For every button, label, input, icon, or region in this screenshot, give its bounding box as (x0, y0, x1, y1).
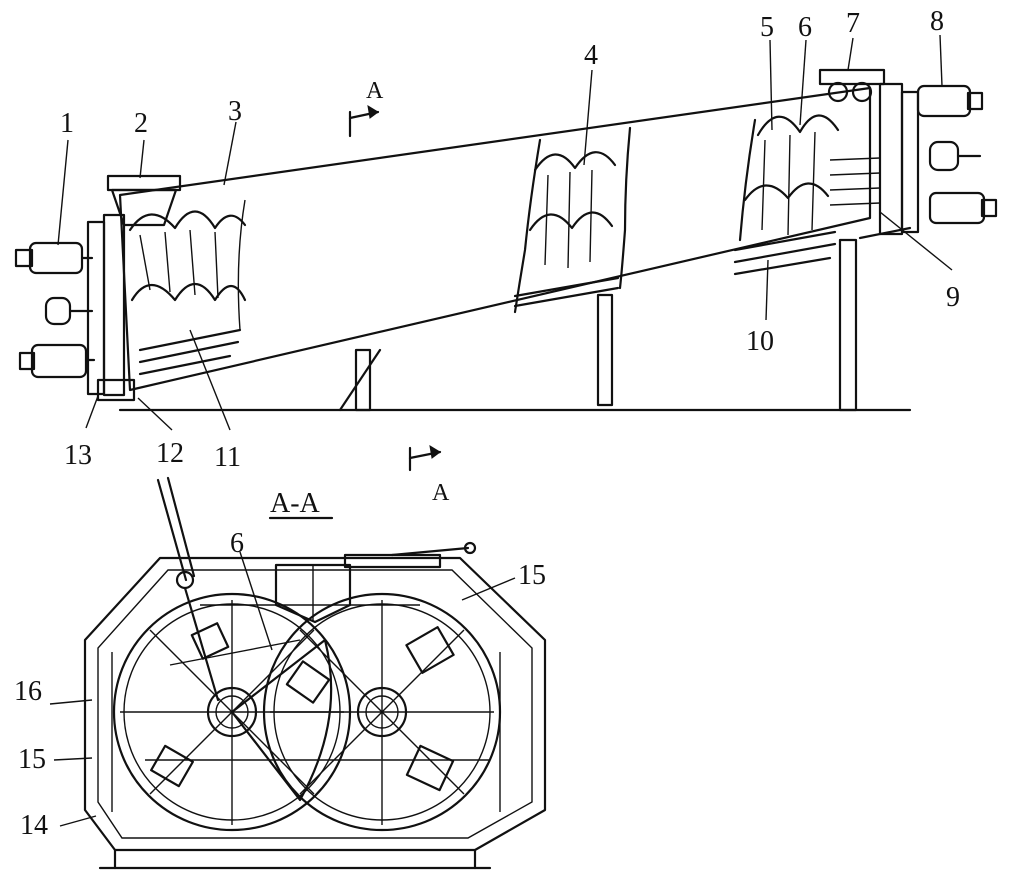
discharge-hopper (818, 68, 886, 86)
right-cutaway (733, 114, 840, 276)
section-leaders (49, 551, 516, 827)
callout-5: 5 (760, 12, 774, 43)
callout-6: 6 (798, 12, 812, 43)
section-marker-top: A (348, 78, 384, 138)
callout-15b: 15 (18, 744, 46, 775)
supports (338, 238, 858, 412)
callout-9: 9 (946, 282, 960, 313)
inner-frame (111, 604, 501, 812)
section-letter-bottom: A (432, 480, 450, 506)
callout-4: 4 (584, 40, 598, 71)
left-paddles (128, 199, 247, 376)
leader-lines (57, 34, 953, 431)
right-end-mechanism (818, 68, 998, 240)
callout-16: 16 (14, 676, 42, 707)
section-title: A-A (270, 488, 321, 519)
callout-1: 1 (60, 108, 74, 139)
callout-11: 11 (214, 442, 241, 473)
callout-15a: 15 (518, 560, 546, 591)
callout-6b: 6 (230, 528, 244, 559)
section-letter-top: A (366, 78, 384, 104)
callout-7: 7 (846, 8, 860, 39)
section-hopper (274, 541, 477, 624)
middle-cutaway (513, 126, 632, 314)
callout-14: 14 (20, 810, 48, 841)
right-trough (262, 592, 502, 832)
section-marker-bottom: A (408, 445, 450, 506)
callout-8: 8 (930, 6, 944, 37)
left-crank-arm (156, 476, 220, 702)
left-motors (14, 241, 96, 379)
callout-3: 3 (228, 96, 242, 127)
callout-10: 10 (746, 326, 774, 357)
left-end-plate (86, 213, 136, 402)
inclined-trough (118, 86, 872, 392)
octagonal-housing (83, 556, 547, 852)
side-view: A A 1 2 3 4 5 6 (14, 6, 998, 506)
section-view: A-A (14, 476, 547, 870)
callout-13: 13 (64, 440, 92, 471)
callout-12: 12 (156, 438, 184, 469)
housing-inner-line (97, 569, 533, 839)
callout-2: 2 (134, 108, 148, 139)
feed-hopper (106, 174, 182, 227)
